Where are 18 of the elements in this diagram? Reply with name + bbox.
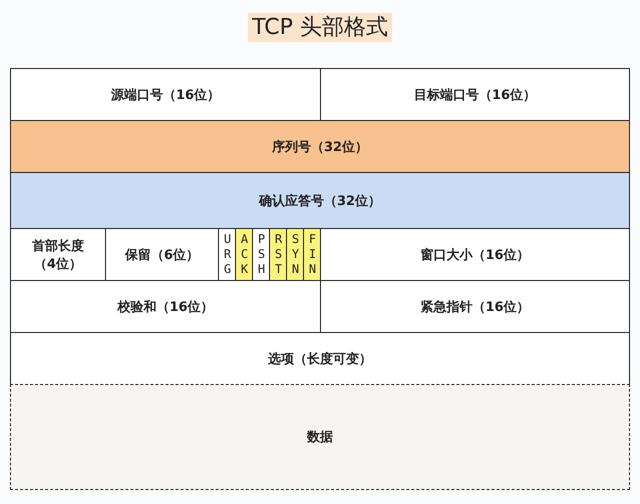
header-field: 选项（长度可变） [10, 332, 630, 385]
header-field: 保留（6位） [105, 228, 219, 281]
header-field: 校验和（16位） [10, 280, 321, 333]
header-field: 首部长度（4位） [10, 228, 106, 281]
flag-bit: SYN [286, 228, 304, 281]
header-field: 紧急指针（16位） [320, 280, 630, 333]
flag-bit: FIN [303, 228, 321, 281]
header-field: 序列号（32位） [10, 120, 630, 173]
header-field: 窗口大小（16位） [320, 228, 630, 281]
title: TCP 头部格式 [248, 13, 392, 42]
header-field: 目标端口号（16位） [320, 68, 630, 121]
flag-bit: URG [218, 228, 236, 281]
header-field: 源端口号（16位） [10, 68, 321, 121]
data-section: 数据 [10, 384, 630, 490]
flag-bit: ACK [235, 228, 253, 281]
header-field: 确认应答号（32位） [10, 172, 630, 229]
flag-bit: RST [269, 228, 287, 281]
flag-bit: PSH [252, 228, 270, 281]
